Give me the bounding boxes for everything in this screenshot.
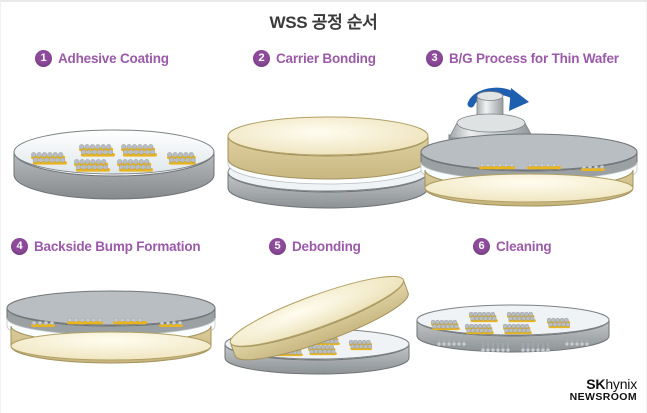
step-5-number-badge: 5 (269, 238, 286, 255)
step-4: 4 Backside Bump Formation (11, 238, 201, 255)
step-4-illustration (3, 288, 219, 384)
step-3: 3 B/G Process for Thin Wafer (426, 50, 619, 67)
logo-brand-sk: SK (586, 376, 606, 393)
bump-array-top (430, 311, 571, 335)
logo-newsroom: NEWSROOM (569, 390, 637, 403)
step-5-label: Debonding (292, 239, 361, 254)
step-6-label: Cleaning (496, 239, 552, 254)
step-5-illustration (219, 268, 423, 378)
page-title: WSS 공정 순서 (269, 13, 378, 32)
carrier-wafer-tilted (229, 275, 409, 361)
step-2-illustration (223, 114, 433, 209)
step-1-number-badge: 1 (35, 50, 52, 67)
step-3-illustration (419, 78, 641, 207)
step-1: 1 Adhesive Coating (35, 50, 169, 67)
step-4-header: 4 Backside Bump Formation (11, 238, 201, 255)
step-6-header: 6 Cleaning (473, 238, 552, 255)
step-2-label: Carrier Bonding (276, 51, 376, 66)
step-5: 5 Debonding (269, 238, 361, 255)
logo-brand-hynix: hynix (605, 376, 637, 393)
step-2-header: 2 Carrier Bonding (253, 50, 376, 67)
step-4-number-badge: 4 (11, 238, 28, 255)
step-3-number-badge: 3 (426, 50, 443, 67)
step-3-header: 3 B/G Process for Thin Wafer (426, 50, 619, 67)
step-3-label: B/G Process for Thin Wafer (449, 51, 619, 66)
step-1-header: 1 Adhesive Coating (35, 50, 169, 67)
step-2: 2 Carrier Bonding (253, 50, 376, 67)
bond-line-bumps (31, 317, 183, 327)
bump-array-top (31, 144, 196, 172)
step-4-label: Backside Bump Formation (34, 239, 201, 254)
step-2-number-badge: 2 (253, 50, 270, 67)
step-1-illustration (9, 128, 219, 206)
sk-hynix-newsroom-logo: SKhynix NEWSROOM (569, 377, 638, 403)
bond-line-bumps (479, 162, 605, 171)
step-6: 6 Cleaning (473, 238, 552, 255)
step-6-illustration (411, 294, 621, 384)
step-5-header: 5 Debonding (269, 238, 361, 255)
step-6-number-badge: 6 (473, 238, 490, 255)
logo-brand: SKhynix (570, 377, 637, 392)
step-1-label: Adhesive Coating (58, 51, 169, 66)
